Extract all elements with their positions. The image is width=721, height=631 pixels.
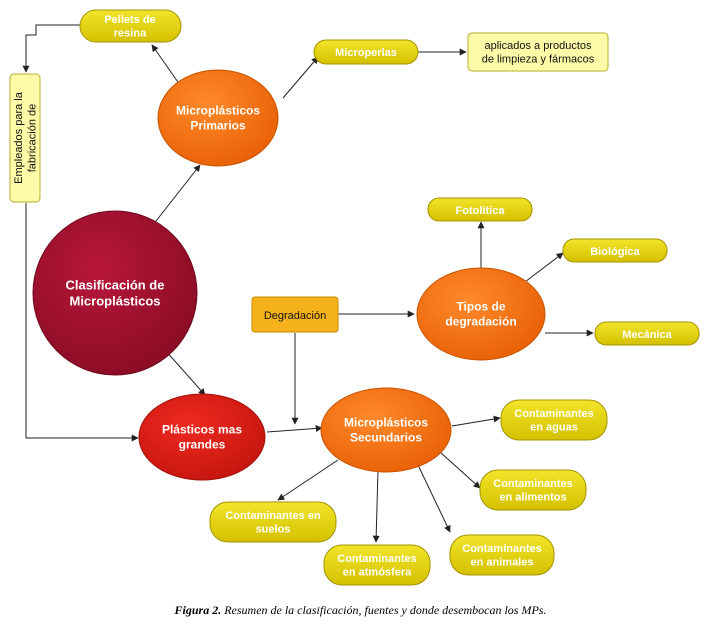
edge-secundarios-aguas (451, 415, 501, 427)
node-biologica: Biológica (562, 238, 668, 263)
label-line: Clasificación de (66, 277, 165, 292)
node-cont-aguas-label: Contaminantes en aguas (514, 408, 593, 434)
label-line: Biológica (590, 246, 640, 258)
label-line: Microperlas (335, 47, 397, 59)
label-line: Fotolítica (456, 205, 506, 217)
node-cont-animales: Contaminantes en animales (449, 534, 555, 576)
node-cont-atmosfera-label: Contaminantes en atmósfera (337, 553, 416, 579)
edge-pellets-empleados (22, 24, 80, 73)
node-aplicados: aplicados a productos de limpieza y fárma… (467, 32, 609, 72)
node-cont-atmosfera: Contaminantes en atmósfera (323, 544, 431, 586)
label-line: en alimentos (499, 492, 566, 504)
node-cont-suelos-label: Contaminantes en suelos (225, 510, 321, 536)
node-pellets-label: Pellets de resina (104, 14, 155, 40)
node-microperlas: Microperlas (313, 39, 419, 65)
label-line: suelos (256, 524, 291, 536)
node-degradacion: Degradación (251, 296, 339, 333)
label-line: en aguas (530, 422, 578, 434)
node-biologica-label: Biológica (590, 246, 640, 258)
edge-tipos-biologica (524, 252, 564, 283)
label-line: Empleados para la (13, 91, 25, 184)
label-line: resina (114, 28, 147, 40)
node-aplicados-label: aplicados a productos de limpieza y fárma… (482, 40, 595, 66)
figure-caption: Figura 2. Resumen de la clasificación, f… (0, 603, 721, 618)
label-line: Contaminantes (493, 478, 572, 490)
node-clasificacion-label: Clasificación de Microplásticos (66, 277, 165, 308)
node-fotolitica: Fotolítica (427, 197, 533, 222)
label-line: Contaminantes (462, 543, 541, 555)
label-line: Plásticos mas (162, 423, 242, 437)
figure-caption-label: Figura 2. (174, 603, 222, 617)
label-line: Microplásticos (176, 104, 260, 118)
label-line: Microplásticos (69, 294, 160, 309)
edge-primarios-microperlas (282, 56, 319, 99)
node-cont-suelos: Contaminantes en suelos (209, 501, 337, 543)
label-line: en atmósfera (343, 567, 412, 579)
node-pellets: Pellets de resina (79, 9, 182, 43)
node-clasificacion: Clasificación de Microplásticos (32, 210, 198, 376)
edge-empleados-plasticos (25, 203, 139, 442)
label-line: Microplásticos (344, 416, 428, 430)
edge-secundarios-alimentos (439, 451, 481, 489)
label-line: Contaminantes en (225, 510, 321, 522)
label-line: Primarios (190, 119, 246, 133)
node-degradacion-label: Degradación (264, 310, 326, 322)
label-line: fabricación de (27, 104, 39, 173)
node-mecanica: Mecánica (594, 321, 700, 346)
label-line: aplicados a productos (484, 40, 592, 52)
node-mecanica-label: Mecánica (622, 329, 672, 341)
connectors (22, 24, 594, 543)
node-cont-animales-label: Contaminantes en animales (462, 543, 541, 569)
label-line: Contaminantes (337, 553, 416, 565)
edge-primarios-pellets (151, 44, 181, 86)
label-line: de limpieza y fármacos (482, 54, 595, 66)
edge-secundarios-atmosfera (372, 469, 380, 543)
edge-plasticos-secundarios (266, 424, 323, 433)
label-line: Mecánica (622, 329, 672, 341)
label-line: Secundarios (350, 431, 422, 445)
edge-secundarios-animales (417, 464, 451, 533)
label-line: grandes (179, 438, 226, 452)
label-line: Contaminantes (514, 408, 593, 420)
label-line: Pellets de (104, 14, 155, 26)
node-cont-aguas: Contaminantes en aguas (500, 399, 608, 441)
node-cont-alimentos: Contaminantes en alimentos (479, 469, 587, 511)
concept-map: Clasificación de Microplásticos Microplás… (9, 9, 700, 586)
label-line: Tipos de (456, 300, 505, 314)
edge-clasificacion-plasticos (164, 349, 206, 396)
label-line: degradación (445, 315, 516, 329)
label-line: en animales (471, 557, 534, 569)
node-microperlas-label: Microperlas (335, 47, 397, 59)
label-line: Degradación (264, 310, 326, 322)
node-fotolitica-label: Fotolítica (456, 205, 506, 217)
figure-caption-text: Resumen de la clasificación, fuentes y d… (221, 603, 547, 617)
node-cont-alimentos-label: Contaminantes en alimentos (493, 478, 572, 504)
edge-secundarios-suelos (277, 459, 339, 501)
